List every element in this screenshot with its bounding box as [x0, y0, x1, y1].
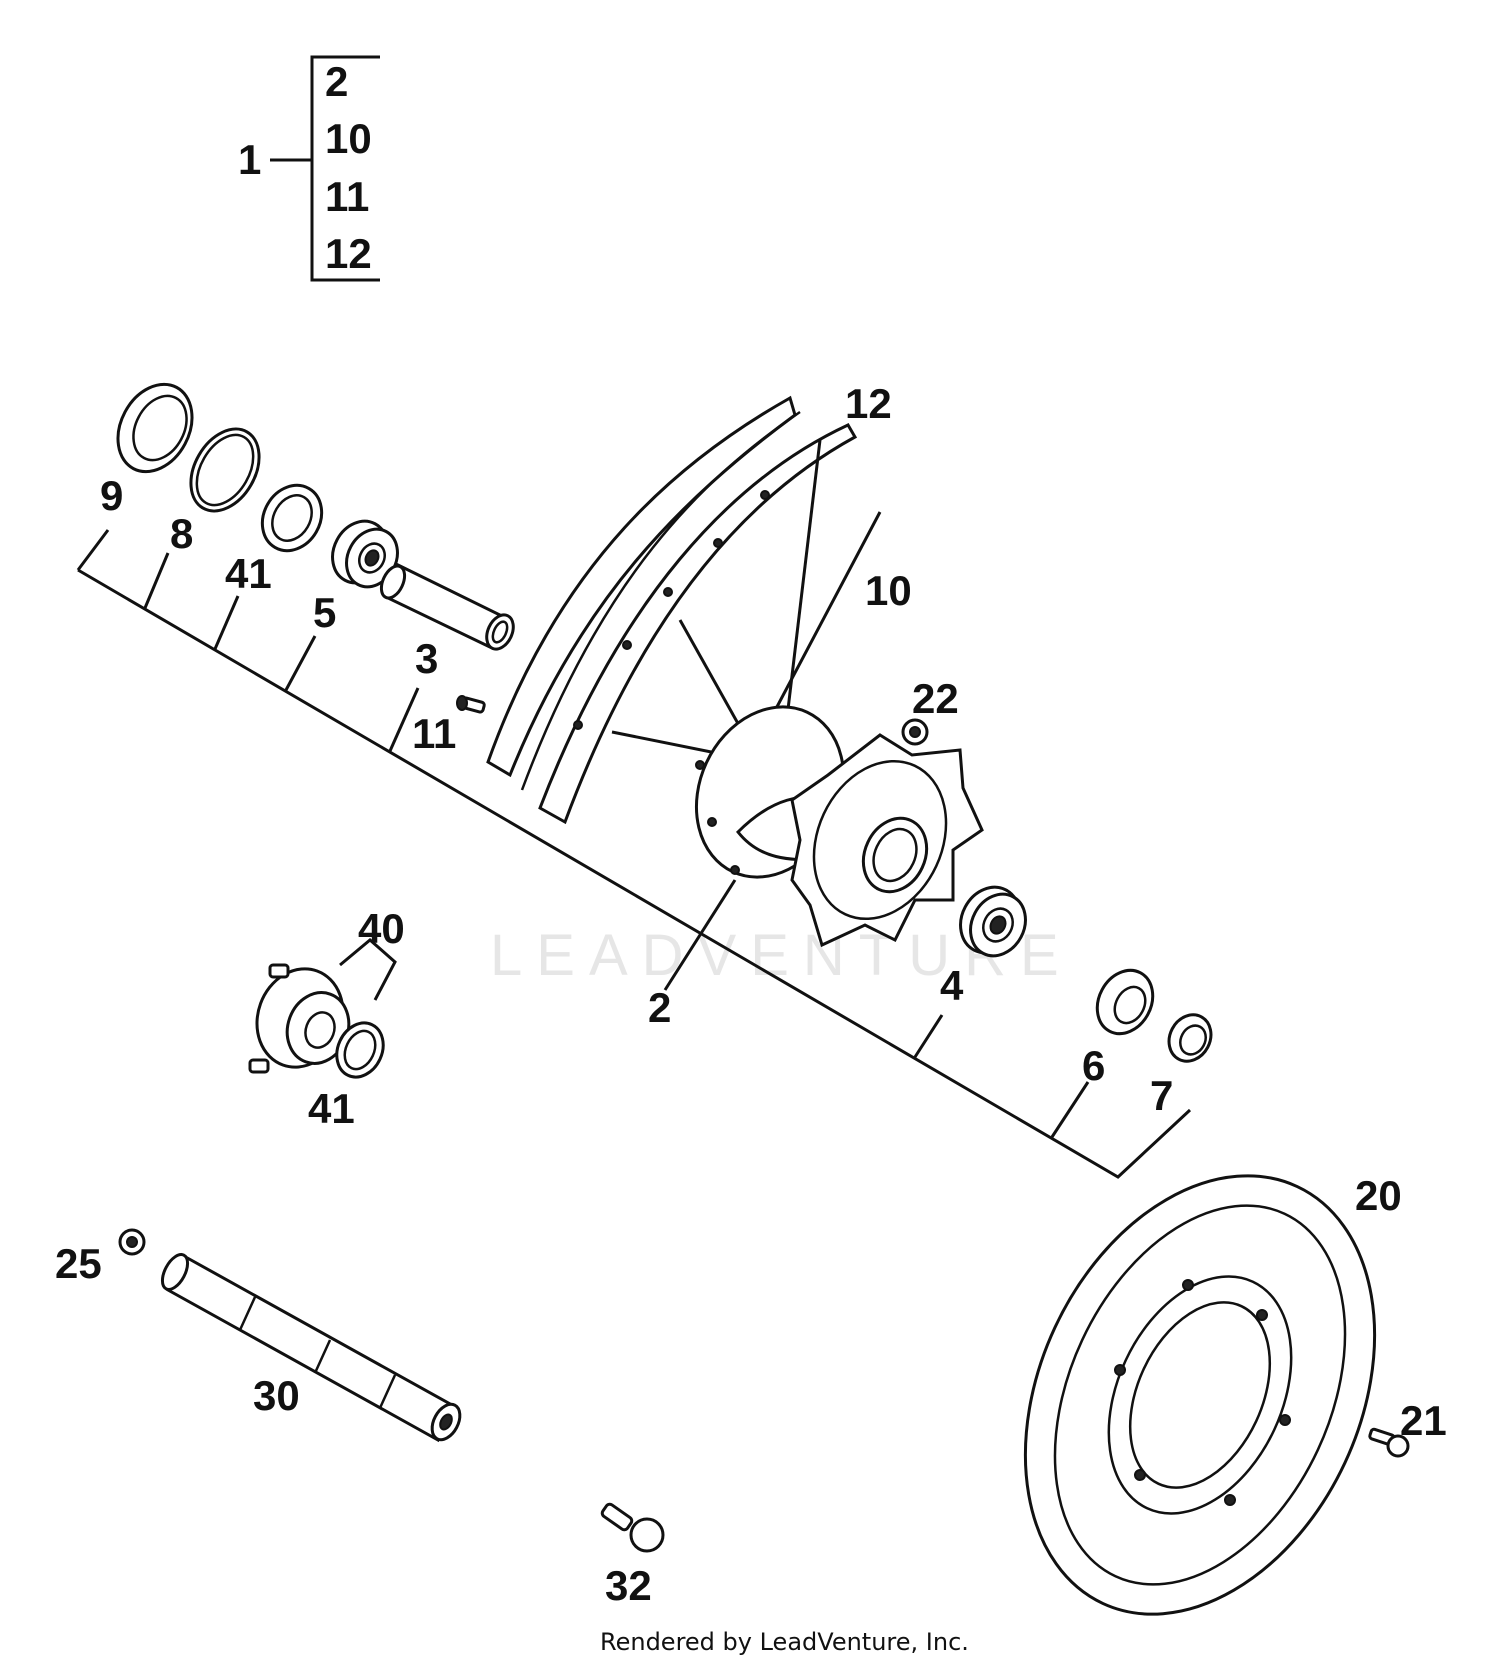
callout-40: 40 [358, 905, 405, 952]
part-41-circlip [260, 483, 324, 553]
part-40-speedo-drive [248, 963, 351, 1074]
callout-labels: 12 10 22 9 8 41 5 3 11 2 4 6 7 40 41 20 … [55, 380, 1447, 1609]
part-12-rim [486, 395, 858, 825]
callout-21: 21 [1400, 1397, 1447, 1444]
part-4-bearing [959, 885, 1027, 958]
part-8-ring [189, 427, 261, 513]
callout-41-upper: 41 [225, 550, 272, 597]
callout-5: 5 [313, 589, 336, 636]
part-41-circlip-lower [335, 1021, 385, 1079]
part-30-axle [160, 1252, 462, 1443]
callout-3: 3 [415, 635, 438, 682]
callout-32: 32 [605, 1562, 652, 1609]
part-7-spacer [1167, 1013, 1213, 1063]
callout-7: 7 [1150, 1072, 1173, 1119]
callout-20: 20 [1355, 1172, 1402, 1219]
callout-22: 22 [912, 675, 959, 722]
callout-12: 12 [845, 380, 892, 427]
callout-41-lower: 41 [308, 1085, 355, 1132]
part-3-spacer [379, 562, 515, 651]
render-credit: Rendered by LeadVenture, Inc. [600, 1628, 969, 1656]
part-6-seal [1095, 968, 1155, 1036]
assembly-bracket: 1 2 10 11 12 [238, 55, 380, 282]
part-21-disc-bolt [1368, 1427, 1410, 1458]
part-22-nut [901, 718, 929, 746]
bracket-item-11: 11 [325, 173, 369, 220]
leader-lines [76, 529, 1192, 1179]
callout-30: 30 [253, 1372, 300, 1419]
assembly-main-label: 1 [238, 136, 261, 183]
callout-10: 10 [865, 567, 912, 614]
callout-11: 11 [412, 710, 456, 757]
part-2-hub [694, 705, 984, 948]
callout-9: 9 [100, 472, 123, 519]
callout-6: 6 [1082, 1042, 1105, 1089]
bracket-item-2: 2 [325, 58, 348, 105]
callout-4: 4 [940, 962, 964, 1009]
part-11-nipple [456, 695, 486, 714]
part-32-bolt [600, 1502, 665, 1553]
callout-2: 2 [648, 984, 671, 1031]
bracket-item-10: 10 [325, 115, 372, 162]
part-25-nut [118, 1228, 146, 1256]
callout-25: 25 [55, 1240, 102, 1287]
part-5-bearing [331, 519, 399, 589]
bracket-item-12: 12 [325, 230, 372, 277]
part-20-brake-disc [1023, 1174, 1377, 1616]
part-9-seal [116, 382, 194, 474]
callout-8: 8 [170, 510, 193, 557]
